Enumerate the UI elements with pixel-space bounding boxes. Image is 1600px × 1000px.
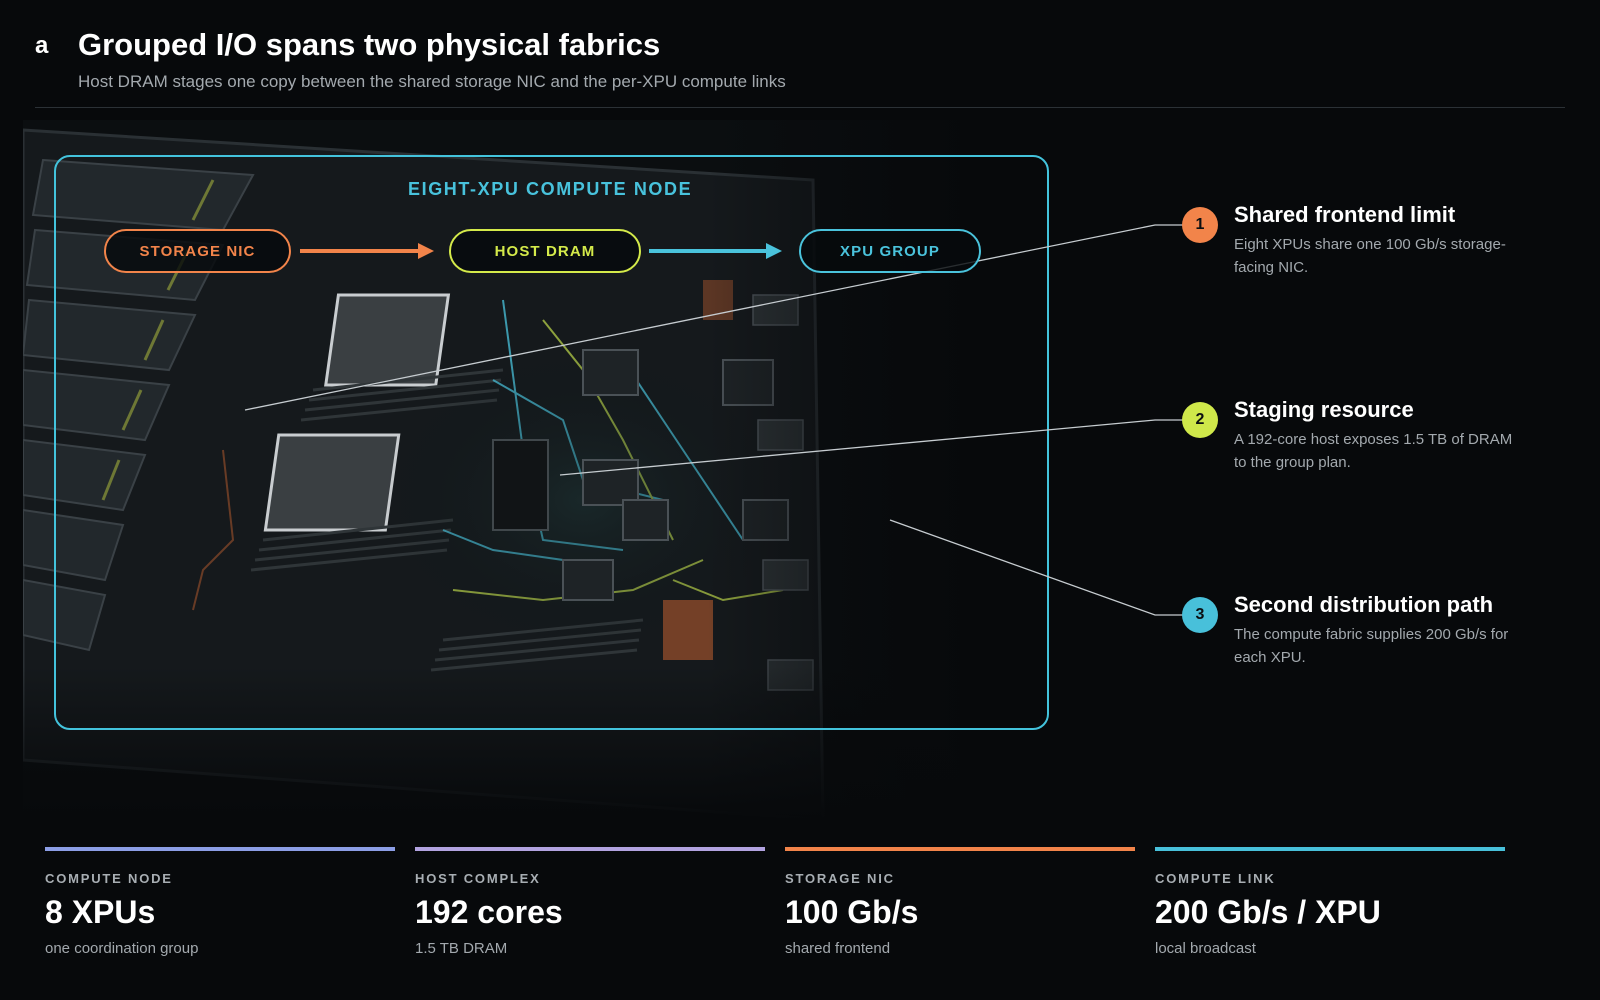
stat-bar-storage-nic — [785, 847, 1135, 851]
stat-label-compute-node: COMPUTE NODE — [45, 871, 173, 886]
callout-title-1: Shared frontend limit — [1234, 202, 1456, 227]
compute-node-frame — [54, 155, 1049, 730]
stat-value-compute-node: 8 XPUs — [45, 894, 156, 930]
storage-nic-pill: STORAGE NIC — [104, 229, 291, 273]
stat-label-host-complex: HOST COMPLEX — [415, 871, 541, 886]
stat-compute-node: COMPUTE NODE 8 XPUs one coordination gro… — [45, 847, 395, 957]
stat-note-storage-nic: shared frontend — [785, 940, 891, 957]
callout-badge-1: 1 — [1182, 207, 1218, 243]
page-title: Grouped I/O spans two physical fabrics — [78, 27, 661, 62]
arrow-dram-to-xpu-head — [766, 243, 782, 259]
arrow-storage-to-dram-head — [418, 243, 434, 259]
callout-text-2: A 192-core host exposes 1.5 TB of DRAM t… — [1234, 431, 1513, 471]
stat-bar-compute-link — [1155, 847, 1505, 851]
stat-note-compute-node: one coordination group — [45, 940, 199, 957]
stat-compute-link: COMPUTE LINK 200 Gb/s / XPU local broadc… — [1155, 847, 1505, 957]
stat-label-compute-link: COMPUTE LINK — [1155, 871, 1276, 886]
header-divider — [35, 107, 1565, 108]
xpu-group-pill: XPU GROUP — [799, 229, 981, 273]
stat-note-compute-link: local broadcast — [1155, 940, 1256, 957]
callout-title-3: Second distribution path — [1234, 592, 1494, 617]
stat-label-storage-nic: STORAGE NIC — [785, 871, 895, 886]
compute-node-label: EIGHT-XPU COMPUTE NODE — [408, 179, 693, 199]
stat-value-storage-nic: 100 Gb/s — [785, 894, 919, 930]
stat-bar-compute-node — [45, 847, 395, 851]
callout-text-1: Eight XPUs share one 100 Gb/s storage-fa… — [1234, 236, 1506, 276]
stat-value-compute-link: 200 Gb/s / XPU — [1155, 894, 1381, 930]
stat-value-host-complex: 192 cores — [415, 894, 563, 930]
leader-line-1 — [244, 224, 1184, 411]
callout-title-2: Staging resource — [1234, 397, 1414, 422]
stat-storage-nic: STORAGE NIC 100 Gb/s shared frontend — [785, 847, 1135, 957]
page-subtitle: Host DRAM stages one copy between the sh… — [78, 72, 786, 91]
stat-bar-host-complex — [415, 847, 765, 851]
host-dram-pill: HOST DRAM — [449, 229, 641, 273]
panel-letter: a — [35, 32, 49, 59]
stat-host-complex: HOST COMPLEX 192 cores 1.5 TB DRAM — [415, 847, 765, 957]
callout-text-3: The compute fabric supplies 200 Gb/s for… — [1234, 626, 1509, 666]
stat-note-host-complex: 1.5 TB DRAM — [415, 940, 508, 957]
leader-line-3 — [889, 519, 1184, 616]
callout-badge-3: 3 — [1182, 597, 1218, 633]
leader-line-2 — [559, 419, 1184, 476]
callout-badge-2: 2 — [1182, 402, 1218, 438]
